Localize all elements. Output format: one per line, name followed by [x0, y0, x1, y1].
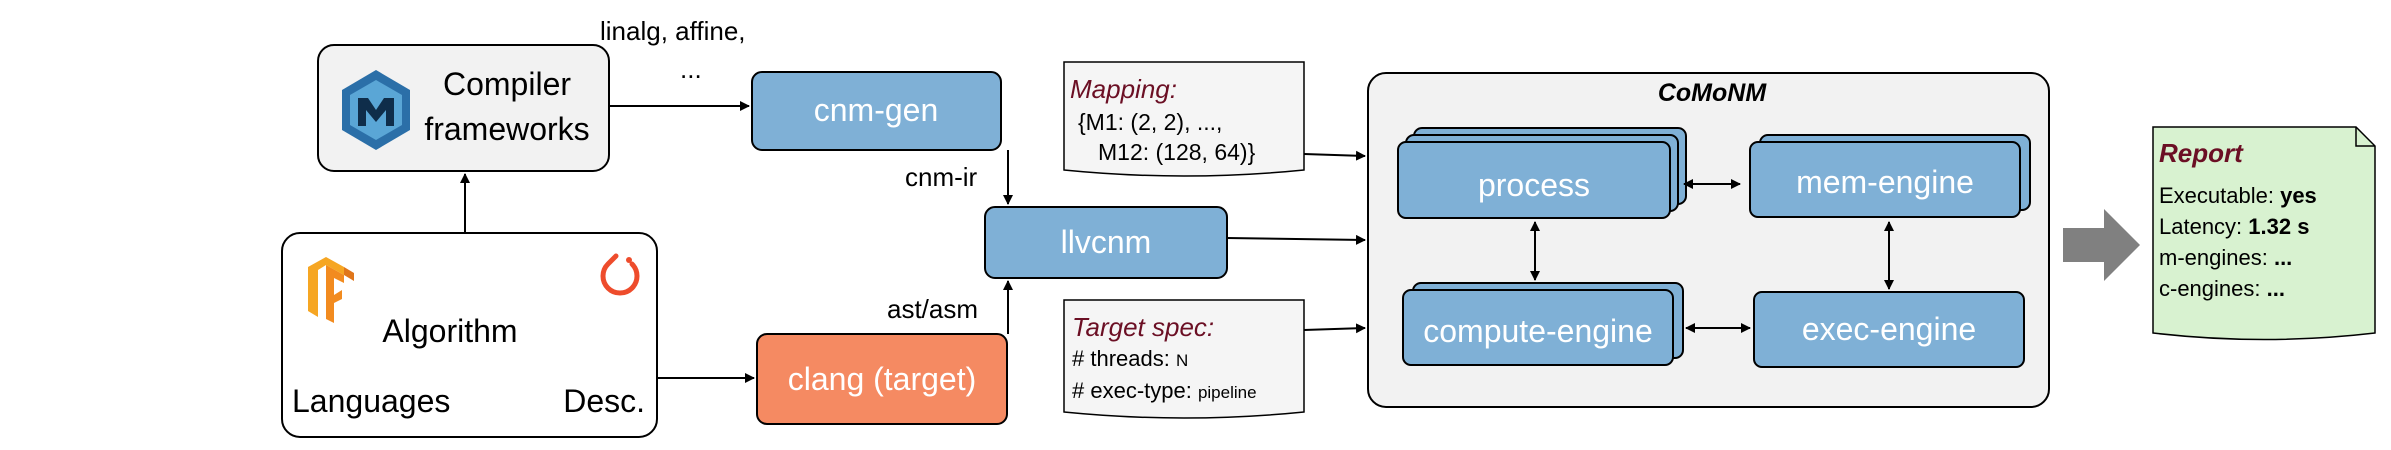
executable-label: Executable: — [2159, 183, 2280, 208]
compute-engine-node: compute-engine — [1402, 282, 1684, 366]
tensorflow-logo-icon — [308, 257, 354, 323]
big-right-arrow-icon — [2063, 209, 2140, 281]
edge-label-dialects: linalg, affine, — [600, 16, 746, 46]
c-engines-label: c-engines: — [2159, 276, 2267, 301]
edge-label-ast-asm: ast/asm — [887, 294, 978, 324]
languages-label: Languages — [292, 383, 450, 419]
report-note: Report Executable: yes Latency: 1.32 s m… — [2152, 126, 2376, 341]
exec-engine-node: exec-engine — [1753, 291, 2025, 368]
cnm-gen-label: cnm-gen — [814, 92, 939, 128]
edge-label-ellipsis: ... — [680, 54, 702, 84]
latency-label: Latency: — [2159, 214, 2248, 239]
compute-engine-label: compute-engine — [1423, 313, 1652, 349]
desc-label: Desc. — [563, 383, 645, 419]
clang-node: clang (target) — [756, 333, 1008, 425]
targetspec-to-comonm-arrow — [1303, 323, 1366, 334]
exec-type-value: pipeline — [1198, 383, 1257, 402]
m-engines-line: m-engines: ... — [2159, 245, 2292, 270]
compiler-label-line1: Compiler — [443, 66, 571, 102]
compiler-frameworks-node: Compiler frameworks — [317, 44, 610, 172]
comonm-container: CoMoNM process mem-engine compute-engine… — [1367, 72, 2050, 408]
m-engines-value: ... — [2274, 245, 2292, 270]
mem-engine-node: mem-engine — [1749, 134, 2031, 218]
mapping-title: Mapping: — [1070, 74, 1177, 104]
mapping-to-comonm-arrow — [1303, 150, 1366, 161]
llvcnm-node: llvcnm — [984, 206, 1228, 279]
mapping-line2: M12: (128, 64)} — [1098, 139, 1256, 165]
algorithm-node: Algorithm Languages Desc. — [281, 232, 658, 438]
llvcnm-label: llvcnm — [1061, 224, 1152, 260]
exec-type-label: # exec-type: — [1072, 378, 1198, 403]
m-engines-label: m-engines: — [2159, 245, 2274, 270]
latency-value: 1.32 s — [2248, 214, 2309, 239]
process-node: process — [1397, 127, 1687, 219]
threads-value: N — [1176, 351, 1188, 370]
report-title: Report — [2159, 138, 2244, 168]
cnm-gen-node: cnm-gen — [751, 71, 1002, 151]
algorithm-label: Algorithm — [382, 313, 517, 349]
edge-label-cnm-ir: cnm-ir — [905, 162, 978, 192]
mem-engine-label: mem-engine — [1796, 164, 1974, 200]
clang-label: clang (target) — [788, 361, 977, 397]
pytorch-logo-icon — [600, 253, 640, 296]
llvcnm-to-comonm-arrow — [1226, 234, 1366, 245]
exec-type-line: # exec-type: pipeline — [1072, 378, 1257, 403]
c-engines-line: c-engines: ... — [2159, 276, 2285, 301]
comonm-title: CoMoNM — [1658, 79, 1767, 107]
exec-engine-label: exec-engine — [1802, 311, 1976, 347]
threads-line: # threads: N — [1072, 346, 1188, 371]
target-spec-title: Target spec: — [1072, 312, 1214, 342]
latency-line: Latency: 1.32 s — [2159, 214, 2309, 239]
executable-value: yes — [2280, 183, 2317, 208]
c-engines-value: ... — [2267, 276, 2285, 301]
threads-label: # threads: — [1072, 346, 1176, 371]
mapping-line1: {M1: (2, 2), ..., — [1078, 109, 1222, 135]
target-spec-note: Target spec: # threads: N # exec-type: p… — [1063, 299, 1305, 419]
compiler-label-line2: frameworks — [424, 111, 589, 147]
mlir-logo-icon — [342, 70, 410, 150]
mapping-note: Mapping: {M1: (2, 2), ..., M12: (128, 64… — [1063, 61, 1305, 177]
executable-line: Executable: yes — [2159, 183, 2317, 208]
process-label: process — [1478, 167, 1590, 203]
